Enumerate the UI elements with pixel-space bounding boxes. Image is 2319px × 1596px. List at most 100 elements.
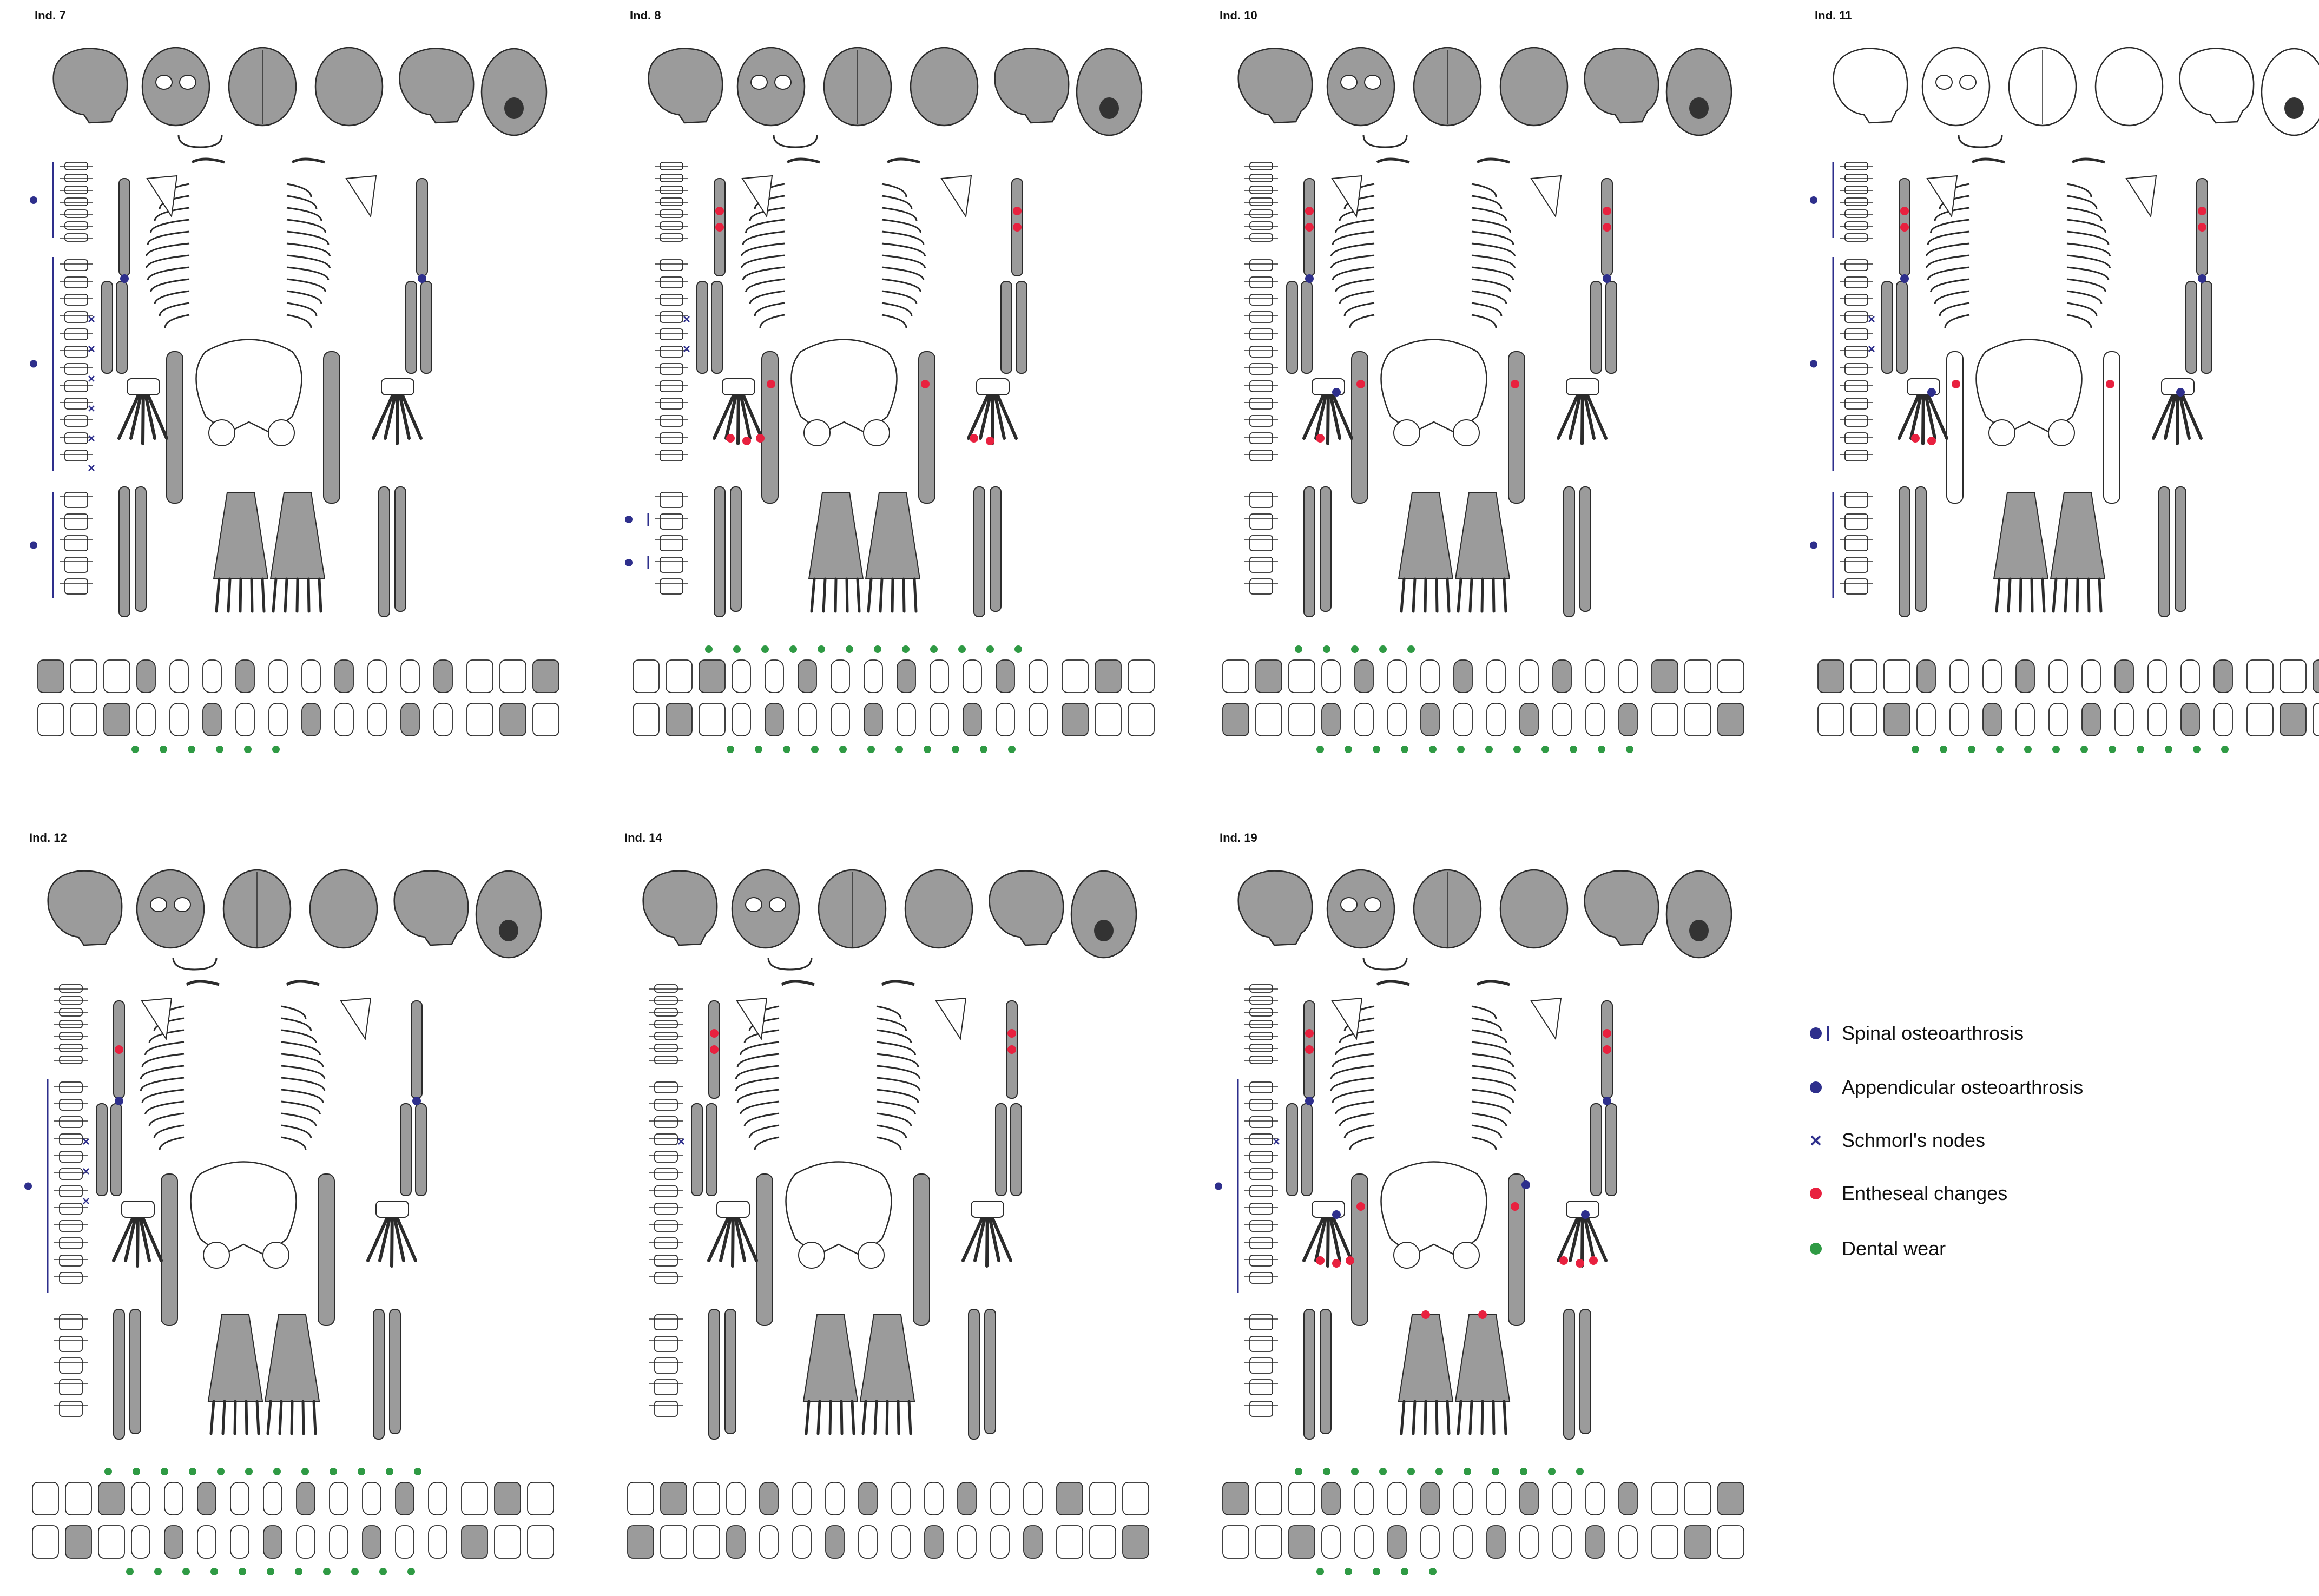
vertebra <box>1249 557 1273 573</box>
vertebra <box>1249 1020 1273 1028</box>
lower-tooth <box>70 703 97 736</box>
orbit-right <box>1364 897 1381 912</box>
vertebra <box>660 578 683 595</box>
dental-wear-dot <box>2024 746 2032 753</box>
upper-tooth <box>831 659 850 693</box>
vertebra <box>59 1379 83 1395</box>
skeleton-diagram <box>24 869 554 1575</box>
pelvic-foramen-right <box>1453 1242 1480 1269</box>
legend-label-schmorl: Schmorl's nodes <box>1842 1129 1985 1151</box>
vertebra <box>64 578 88 595</box>
vertebra <box>1844 432 1868 444</box>
rib <box>2066 195 2098 209</box>
pelvic-foramen-left <box>798 1242 825 1269</box>
spinal-oa-dot <box>625 516 633 523</box>
lower-tooth <box>296 1525 315 1559</box>
rib <box>1471 1112 1507 1127</box>
entheseal-change-dot <box>715 207 724 215</box>
appendicular-oa-dot <box>1332 1210 1341 1219</box>
clavicle-right <box>881 980 915 986</box>
entheseal-change-icon <box>1807 1183 1842 1204</box>
toe <box>1400 577 1406 613</box>
rib <box>1349 314 1375 328</box>
humerus-right <box>411 1000 423 1099</box>
vertebra <box>59 1008 83 1017</box>
rib <box>281 1124 312 1139</box>
entheseal-change-dot <box>986 437 994 445</box>
vertebra <box>64 233 88 242</box>
foot-left <box>802 1314 859 1435</box>
dental-wear-dot <box>1373 1568 1380 1575</box>
rib <box>2066 242 2111 257</box>
rib <box>743 1112 780 1127</box>
radius-left <box>1286 281 1298 374</box>
upper-tooth <box>197 1482 216 1515</box>
rib <box>1944 314 1970 328</box>
dental-wear-dot <box>958 645 966 653</box>
rib <box>1330 1065 1375 1079</box>
rib <box>1343 1124 1375 1139</box>
rib <box>876 1065 921 1079</box>
vertebra <box>660 346 683 358</box>
skull-inferior <box>475 870 542 959</box>
hand-right <box>1557 1201 1608 1268</box>
schmorl-node-mark <box>88 465 95 471</box>
carpals <box>127 378 160 395</box>
entheseal-change-dot <box>1305 1045 1314 1054</box>
upper-tooth <box>1023 1482 1043 1515</box>
lower-tooth <box>990 1525 1010 1559</box>
hand-right <box>967 378 1018 445</box>
toe <box>1457 577 1462 613</box>
skull-lateral-right <box>1584 870 1659 946</box>
rib <box>876 1124 907 1139</box>
dental-wear-dot <box>1429 1568 1437 1575</box>
dental-wear-dot <box>818 645 825 653</box>
skull-lateral-left <box>648 48 723 124</box>
rib <box>1332 1053 1375 1067</box>
upper-tooth <box>2313 659 2319 693</box>
lower-tooth <box>2180 703 2200 736</box>
dental-wear-dot <box>1996 746 2004 753</box>
schmorl-node-mark <box>88 346 95 352</box>
toe <box>318 577 322 613</box>
rib <box>1471 1005 1497 1020</box>
tibia-left <box>708 1309 720 1440</box>
rib <box>743 1029 780 1044</box>
fibula-right <box>1579 1309 1591 1434</box>
rib <box>159 1136 185 1151</box>
upper-tooth <box>1982 659 2002 693</box>
scapula-left <box>1331 997 1363 1040</box>
schmorl-node-mark <box>88 375 95 382</box>
upper-tooth <box>2246 659 2274 693</box>
dental-wear-dot <box>1576 1468 1584 1475</box>
lower-tooth <box>660 1525 687 1559</box>
lower-tooth <box>1420 1525 1440 1559</box>
scapula-right <box>345 175 377 218</box>
rib <box>740 1100 780 1115</box>
lower-tooth <box>1321 703 1341 736</box>
skull-lateral-left <box>642 870 718 946</box>
toe <box>897 1400 900 1435</box>
vertebral-column <box>649 984 684 1417</box>
fibula-right <box>1579 486 1591 612</box>
lower-tooth <box>1817 703 1844 736</box>
panel-title: Ind. 8 <box>630 9 661 22</box>
lower-tooth <box>699 703 726 736</box>
rib <box>281 1017 312 1032</box>
rib <box>286 314 312 328</box>
dental-wear-dot <box>895 746 903 753</box>
toe <box>272 577 278 613</box>
tarsals <box>1398 1314 1454 1402</box>
skeleton-diagram <box>627 869 1149 1559</box>
upper-tooth <box>1321 1482 1341 1515</box>
upper-tooth <box>1056 1482 1083 1515</box>
lower-tooth <box>1029 703 1048 736</box>
dentition <box>627 1482 1149 1559</box>
upper-tooth <box>924 1482 944 1515</box>
upper-tooth <box>268 659 288 693</box>
rib <box>281 1053 324 1067</box>
toe <box>301 1400 305 1435</box>
orbit-right <box>179 75 196 90</box>
entheseal-change-dot <box>1305 207 1314 215</box>
vertebra <box>1844 557 1868 573</box>
